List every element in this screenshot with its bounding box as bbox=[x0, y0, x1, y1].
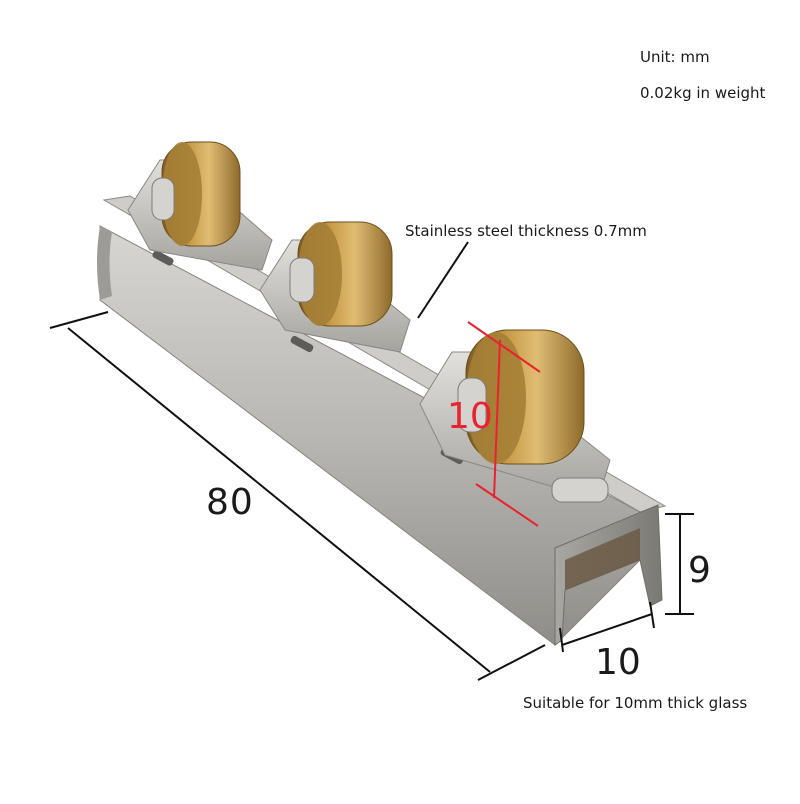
wheel-face bbox=[162, 142, 202, 246]
steel-thickness-leader bbox=[417, 241, 469, 319]
steel-thickness-label: Stainless steel thickness 0.7mm bbox=[405, 222, 647, 240]
height-dimension bbox=[665, 513, 694, 615]
width-dimension-label: 10 bbox=[595, 642, 641, 683]
channel-slot bbox=[290, 335, 314, 353]
axle-rivet bbox=[151, 177, 175, 221]
length-dimension bbox=[49, 311, 546, 681]
wheel-dimension bbox=[467, 321, 541, 527]
axle-rivet bbox=[457, 377, 487, 433]
channel-slot bbox=[152, 250, 174, 266]
wheel-assembly-1 bbox=[127, 141, 273, 271]
wheel-dimension-label: 10 bbox=[447, 396, 493, 437]
length-dimension-label: 80 bbox=[206, 482, 254, 523]
unit-label: Unit: mm bbox=[640, 48, 710, 66]
channel-inner-shadow bbox=[565, 528, 640, 590]
channel-left-end bbox=[97, 226, 112, 300]
wheel-assembly-2 bbox=[259, 221, 411, 353]
glass-suitability-label: Suitable for 10mm thick glass bbox=[523, 694, 748, 712]
height-dimension-label: 9 bbox=[688, 550, 711, 591]
width-dimension bbox=[559, 601, 655, 653]
stop-rivet bbox=[551, 477, 609, 503]
axle-rivet bbox=[289, 257, 315, 303]
wheel-assembly-3 bbox=[419, 329, 611, 503]
wheel-face bbox=[466, 332, 526, 464]
weight-label: 0.02kg in weight bbox=[640, 84, 766, 102]
